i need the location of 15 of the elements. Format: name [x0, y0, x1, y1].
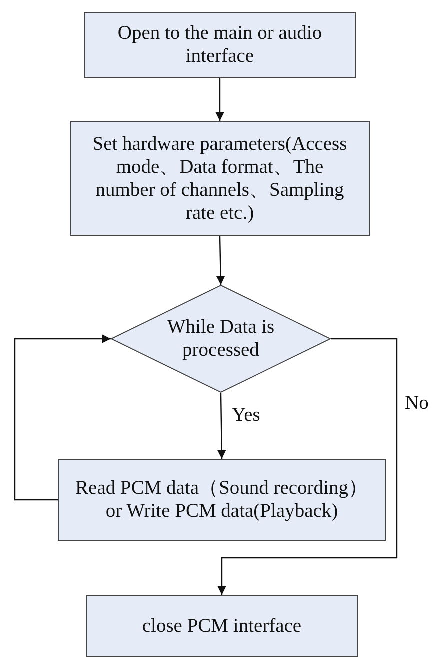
box-text: Read PCM data（Sound recording）or Write PCM data(Playback) [74, 477, 370, 523]
arrow [216, 236, 226, 286]
box-text: While Data is processed [166, 316, 276, 362]
process-box [86, 595, 358, 657]
box-text: Open to the main or audio interface [116, 22, 324, 68]
arrow [14, 334, 111, 501]
process-box [84, 12, 356, 78]
process-box [70, 121, 370, 236]
decision-diamond [111, 285, 331, 393]
box-text: close PCM interface [142, 614, 302, 638]
arrow [217, 393, 226, 459]
process-box [58, 459, 386, 541]
arrow [216, 78, 224, 121]
box-text: Set hardware parameters(Access mode、Data format、The number of channels、Sampling rate etc.) [92, 132, 348, 224]
arrow [218, 338, 398, 595]
